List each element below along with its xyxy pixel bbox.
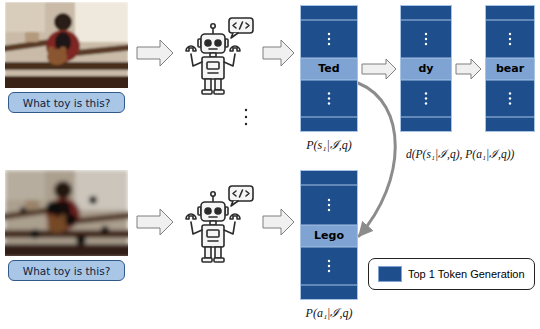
top1-cell (486, 58, 534, 80)
ellipsis-dot (425, 97, 427, 99)
top1-token: Ted (300, 58, 358, 80)
question-text: What toy is this? (23, 265, 110, 277)
cell-divider (401, 80, 451, 81)
ellipsis-dot (328, 204, 330, 206)
ellipsis-dot (425, 92, 427, 94)
perturbed-photo (5, 170, 128, 256)
top1-token: bear (485, 58, 535, 80)
ellipsis-dot (328, 199, 330, 201)
top1-token: Lego (300, 225, 358, 247)
label-container: d(P(s₁|ℐ,q), P(a₁|ℐ,q)) (404, 143, 516, 162)
ellipsis-dot (328, 92, 330, 94)
block-arrow (263, 40, 294, 66)
ellipsis-dot (509, 92, 511, 94)
ellipsis-dots (245, 109, 247, 125)
distance-label: d(P(s₁|ℐ,q), P(a₁|ℐ,q)) (404, 148, 516, 160)
cell-divider (301, 20, 357, 21)
block-arrow (456, 59, 481, 79)
question-box: What toy is this? (8, 92, 125, 113)
ellipsis-dot (328, 43, 330, 45)
cell-divider (301, 117, 357, 118)
ellipsis-dot (425, 102, 427, 104)
cell-divider (486, 117, 534, 118)
cell-divider (486, 58, 534, 59)
ellipsis-dot (328, 209, 330, 211)
block-arrow (137, 209, 173, 235)
legend-swatch (378, 266, 402, 282)
ellipsis-dot (328, 38, 330, 40)
token-column: dy (400, 5, 452, 132)
robot-icon (186, 186, 253, 262)
ellipsis-dot (509, 43, 511, 45)
curved-arrow (358, 83, 395, 236)
block-arrow (263, 209, 294, 235)
ellipsis-dot (328, 265, 330, 267)
column-body (401, 6, 452, 132)
cell-divider (401, 58, 451, 59)
ellipsis-dot (425, 43, 427, 45)
block-arrow (137, 40, 173, 66)
ellipsis-dot (328, 97, 330, 99)
ellipsis-dot (509, 97, 511, 99)
ellipsis-dot (425, 38, 427, 40)
token-column: TedP(s₁|ℐ,q) (300, 5, 358, 132)
ellipsis-dot (328, 270, 330, 272)
legend-box: Top 1 Token Generation (368, 258, 535, 290)
ellipsis-dot (425, 33, 427, 35)
cell-divider (301, 285, 357, 286)
column-body (301, 171, 358, 300)
cell-divider (301, 225, 357, 226)
cell-divider (301, 247, 357, 248)
cell-divider (401, 117, 451, 118)
column-body (301, 6, 358, 132)
token-column: bear (485, 5, 535, 132)
ellipsis-dot (328, 260, 330, 262)
legend-text: Top 1 Token Generation (408, 268, 525, 280)
distribution-caption: P(a₁|ℐ,q) (270, 304, 388, 321)
top1-cell (301, 58, 357, 80)
ellipsis-dot (509, 33, 511, 35)
distribution-caption: P(s₁|ℐ,q) (270, 136, 388, 153)
cell-divider (301, 58, 357, 59)
ellipsis-dot (509, 102, 511, 104)
robot-icon (186, 18, 253, 94)
input-photo (5, 2, 128, 88)
cell-divider (486, 80, 534, 81)
top1-cell (401, 58, 451, 80)
ellipsis-dot (328, 33, 330, 35)
block-arrow (362, 59, 396, 79)
church-scene (5, 2, 128, 88)
token-column: LegoP(a₁|ℐ,q) (300, 170, 358, 300)
question-text: What toy is this? (23, 97, 110, 109)
top1-token: dy (400, 58, 452, 80)
column-body (486, 6, 535, 132)
top1-cell (301, 225, 357, 247)
cell-divider (301, 185, 357, 186)
question-box: What toy is this? (8, 260, 125, 281)
ellipsis-dot (328, 102, 330, 104)
ellipsis-dot (509, 38, 511, 40)
cell-divider (301, 80, 357, 81)
flow-arrows (137, 40, 294, 235)
cell-divider (486, 20, 534, 21)
church-scene (5, 170, 128, 256)
cell-divider (401, 20, 451, 21)
